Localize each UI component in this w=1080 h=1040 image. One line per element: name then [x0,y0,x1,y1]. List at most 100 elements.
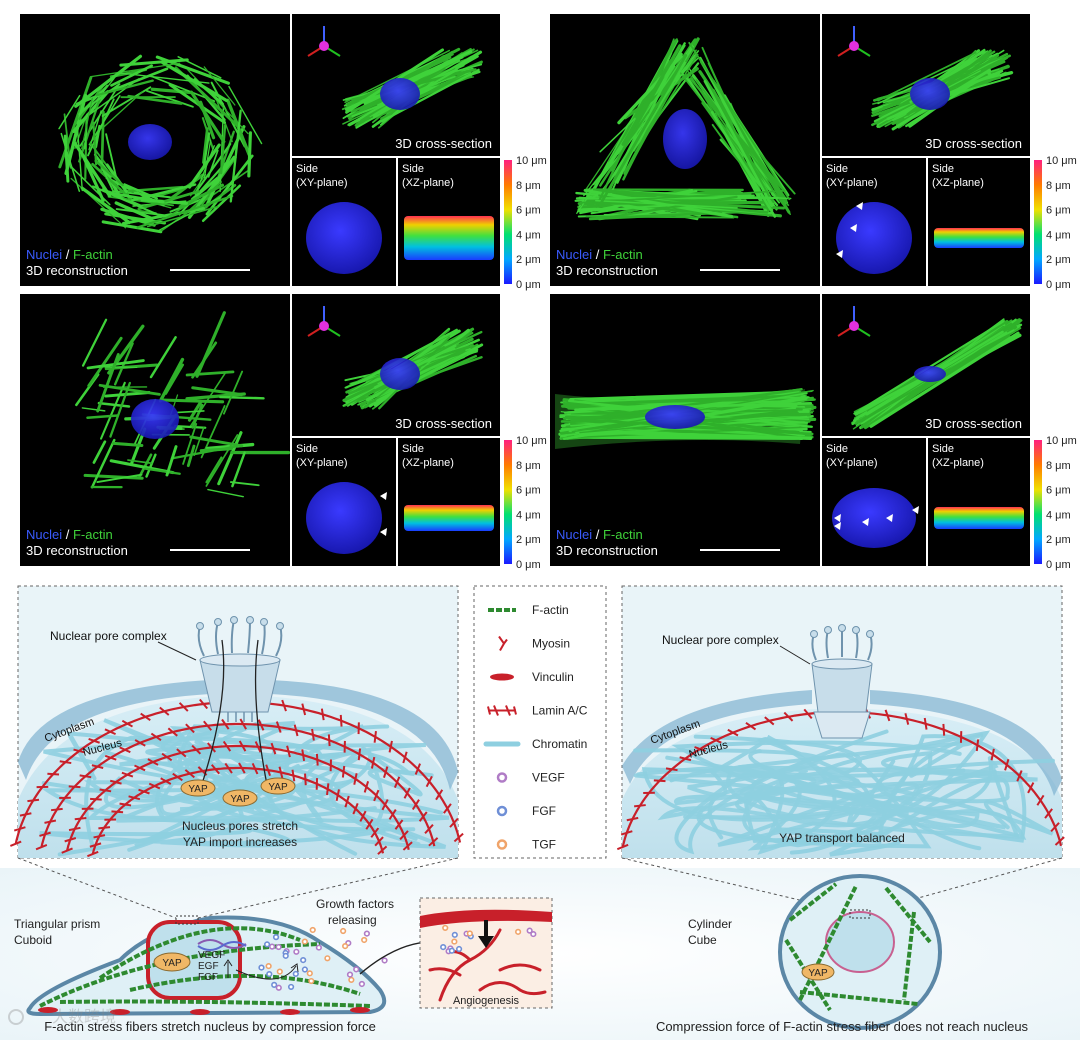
side-xy-plane: (XY-plane) [826,457,878,469]
shape-label-1: Triangular prism [14,917,100,931]
lamin-branch [884,709,891,722]
actin-fiber [193,426,205,457]
arrowhead-icon [912,506,919,514]
lamin-branch [745,722,757,731]
lamin-branch [59,760,72,765]
lamin-branch [148,782,161,790]
colorbar-tick: 6 μm [516,205,541,217]
actin-fiber [185,370,235,377]
round-cell-diagram: YAP [778,874,942,1030]
arrowhead-icon [856,202,863,210]
colorbar-tick: 6 μm [516,485,541,497]
colorbar-tick: 6 μm [1046,205,1071,217]
lamin-branch [140,712,151,722]
actin-fiber [127,459,153,465]
actin-fiber [635,53,699,152]
actin-fiber [574,401,813,412]
lamin-branch [424,824,434,834]
bottom-right-caption: Compression force of F-actin stress fibe… [656,1019,1029,1034]
left-npc-label: Nuclear pore complex [50,629,167,643]
lamin-branch [160,777,172,785]
actin-fiber [83,473,144,480]
growth-factor-dot [265,962,272,970]
arrowhead-icon [834,522,841,530]
lamin-branch [363,781,370,793]
left-zoom-diagram: Nuclear pore complex Cytoplasm Nucleus Y… [9,585,464,859]
lamin-branch [167,727,178,737]
right-cytoplasm-membrane [622,690,812,784]
lamin-branch [39,831,51,837]
lamin-branch [109,779,122,785]
lamin-branch [399,830,409,841]
lamin-branch [904,713,910,725]
actin-fiber [158,357,185,403]
lamin-branch [942,723,946,736]
actin-fiber [149,336,177,379]
legend-item-vegf: VEGF [496,771,565,785]
actin-fiber [200,405,226,459]
lamin-branch [47,772,60,776]
actin-fiber [97,401,131,408]
channel-label: Nuclei / F-actin [26,527,113,542]
watermark-logo-icon [8,1009,24,1025]
actin-fiber [186,444,196,468]
xy-nucleus [306,202,382,274]
actin-fiber [72,90,110,133]
actin-fiber [164,363,185,395]
zoom-region-marker [849,909,871,919]
side-xz-view [928,158,1030,286]
lamin-branch [61,847,73,854]
blood-vessel [420,909,552,928]
dna-strand-icon [197,941,247,951]
cross-section-label: 3D cross-section [395,136,492,151]
zoom-guides [17,857,1063,919]
actin-fiber [191,403,204,429]
actin-fiber [110,64,154,87]
lamin-branch [365,818,374,830]
actin-fiber [571,388,802,422]
left-nuclear-pore-complex [195,616,284,794]
side-xz-title: Side [402,443,424,455]
actin-fiber [217,431,243,486]
side-xy-plane: (XY-plane) [296,457,348,469]
lamin-branch [326,783,330,796]
legend-label: FGF [532,804,556,818]
side-xz-title: Side [402,163,424,175]
label-separator: / [592,247,603,262]
growth-factor-dot [301,966,308,973]
vegf-icon [496,772,508,783]
xy-nucleus [832,488,916,548]
xy-nucleus [836,202,912,274]
right-nuclear-pore-complex [810,624,874,739]
release-arrow-icon [235,965,297,980]
colorbar-tick: 4 μm [516,509,541,521]
reconstruction-label: 3D reconstruction [26,543,128,558]
growth-factor-dot [346,971,354,978]
axis-origin-icon [319,321,329,331]
actin-fiber [145,453,157,478]
colorbar-tick: 2 μm [1046,534,1071,546]
nuclei-label: Nuclei [26,527,62,542]
colorbar-tick: 0 μm [1046,559,1071,571]
lamin-branch [73,748,86,754]
lamin-branch [783,711,794,722]
round-stress-fibers [784,882,932,1012]
tgf-icon [496,839,508,850]
actin-fiber [219,124,227,175]
actin-fiber [165,445,178,477]
lamin-filament [40,722,436,848]
lamin-branch [388,740,393,753]
actin-fiber [145,89,194,108]
lamin-branch [128,795,141,801]
arrowhead-icon [862,518,869,526]
actin-fiber [229,109,242,203]
growth-factor-dot [440,943,447,951]
actin-fiber [150,75,216,102]
lamin-branch [293,724,299,737]
legend-item-myosin: Myosin [498,635,570,651]
fgf-icon [496,805,508,817]
actin-fiber [689,77,785,192]
growth-factor-dot [293,948,300,955]
side-xz-view [928,438,1030,566]
actin-fiber [560,426,814,439]
